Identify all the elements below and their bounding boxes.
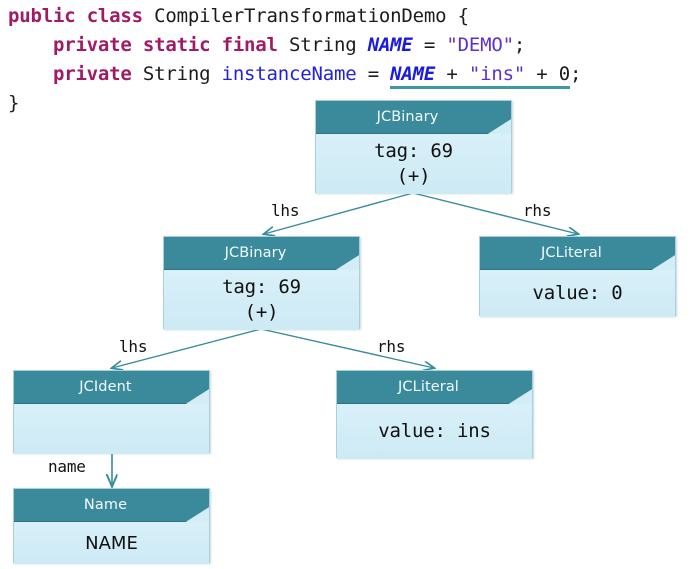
tree-node-title: Name — [83, 496, 128, 513]
code-token: + — [525, 63, 559, 89]
edge-label-name: name — [48, 457, 86, 476]
edge-label-lhs: lhs — [119, 337, 148, 356]
code-token — [8, 63, 53, 85]
edge-line-lhs-rhs — [260, 328, 434, 368]
edge-label-lhs: lhs — [271, 201, 300, 220]
tree-node-body: value: 0 — [480, 270, 675, 317]
code-token: NAME — [390, 63, 435, 89]
code-token: public — [8, 5, 87, 27]
code-token: "DEMO" — [446, 34, 514, 56]
tree-node-field: value: ins — [378, 420, 491, 442]
code-token: private — [52, 34, 143, 56]
tree-node-header: JCBinary — [316, 101, 511, 134]
tree-node-header: JCLiteral — [480, 237, 675, 270]
tree-node-jcbinary-lhs[interactable]: JCBinary tag: 69 (+) — [163, 236, 360, 330]
tree-node-body — [14, 404, 209, 454]
code-token: instanceName — [221, 63, 357, 85]
tree-node-field: (+) — [396, 165, 431, 187]
code-token: = — [412, 34, 447, 56]
tree-node-title: JCLiteral — [398, 378, 459, 395]
code-token: private — [52, 63, 143, 85]
tree-node-header: Name — [14, 489, 209, 522]
tree-node-jcliteral-rhs[interactable]: JCLiteral value: 0 — [479, 236, 676, 317]
code-token: CompilerTransformationDemo — [154, 5, 458, 27]
tree-node-field: tag: 69 — [374, 140, 453, 162]
code-line: private static final String NAME = "DEMO… — [8, 31, 688, 60]
code-line: private String instanceName = NAME + "in… — [8, 60, 688, 89]
code-token — [8, 34, 53, 56]
edge-label-rhs: rhs — [523, 201, 552, 220]
tree-node-body: value: ins — [337, 404, 532, 459]
tree-node-header: JCIdent — [14, 371, 209, 404]
code-token: static — [142, 34, 222, 56]
tree-node-title: JCIdent — [79, 378, 132, 395]
java-code-snippet: public class CompilerTransformationDemo … — [8, 2, 688, 118]
tree-node-body: tag: 69 (+) — [316, 134, 511, 194]
code-token: String — [289, 34, 368, 56]
code-token: ; — [570, 63, 582, 85]
code-token: { — [457, 5, 469, 27]
tree-node-title: JCLiteral — [541, 244, 602, 261]
tree-node-header: JCLiteral — [337, 371, 532, 404]
code-token: "ins" — [468, 63, 525, 89]
edge-label-rhs: rhs — [377, 337, 406, 356]
tree-node-field: value: 0 — [532, 282, 623, 304]
tree-node-body: tag: 69 (+) — [164, 270, 359, 330]
tree-node-jcliteral-ins[interactable]: JCLiteral value: ins — [336, 370, 533, 459]
code-token: String — [142, 63, 222, 85]
code-token: class — [86, 5, 155, 27]
edge-line-root-rhs — [412, 192, 578, 234]
code-line: public class CompilerTransformationDemo … — [8, 2, 688, 31]
tree-node-title: JCBinary — [376, 108, 439, 125]
code-line: } — [8, 89, 688, 118]
code-token: + — [435, 63, 469, 89]
code-token: ; — [513, 34, 526, 56]
code-token: final — [221, 34, 290, 56]
tree-node-field: NAME — [85, 532, 138, 554]
code-token: NAME — [367, 34, 413, 56]
tree-node-field: (+) — [244, 301, 279, 323]
code-token: 0 — [558, 63, 570, 89]
tree-node-header: JCBinary — [164, 237, 359, 270]
tree-node-field: tag: 69 — [222, 276, 301, 298]
code-token: } — [8, 92, 20, 114]
tree-node-jcident[interactable]: JCIdent — [13, 370, 210, 454]
code-token: = — [356, 63, 391, 85]
tree-node-jcbinary-root[interactable]: JCBinary tag: 69 (+) — [315, 100, 512, 194]
tree-node-title: JCBinary — [224, 244, 287, 261]
tree-node-body: NAME — [14, 522, 209, 564]
